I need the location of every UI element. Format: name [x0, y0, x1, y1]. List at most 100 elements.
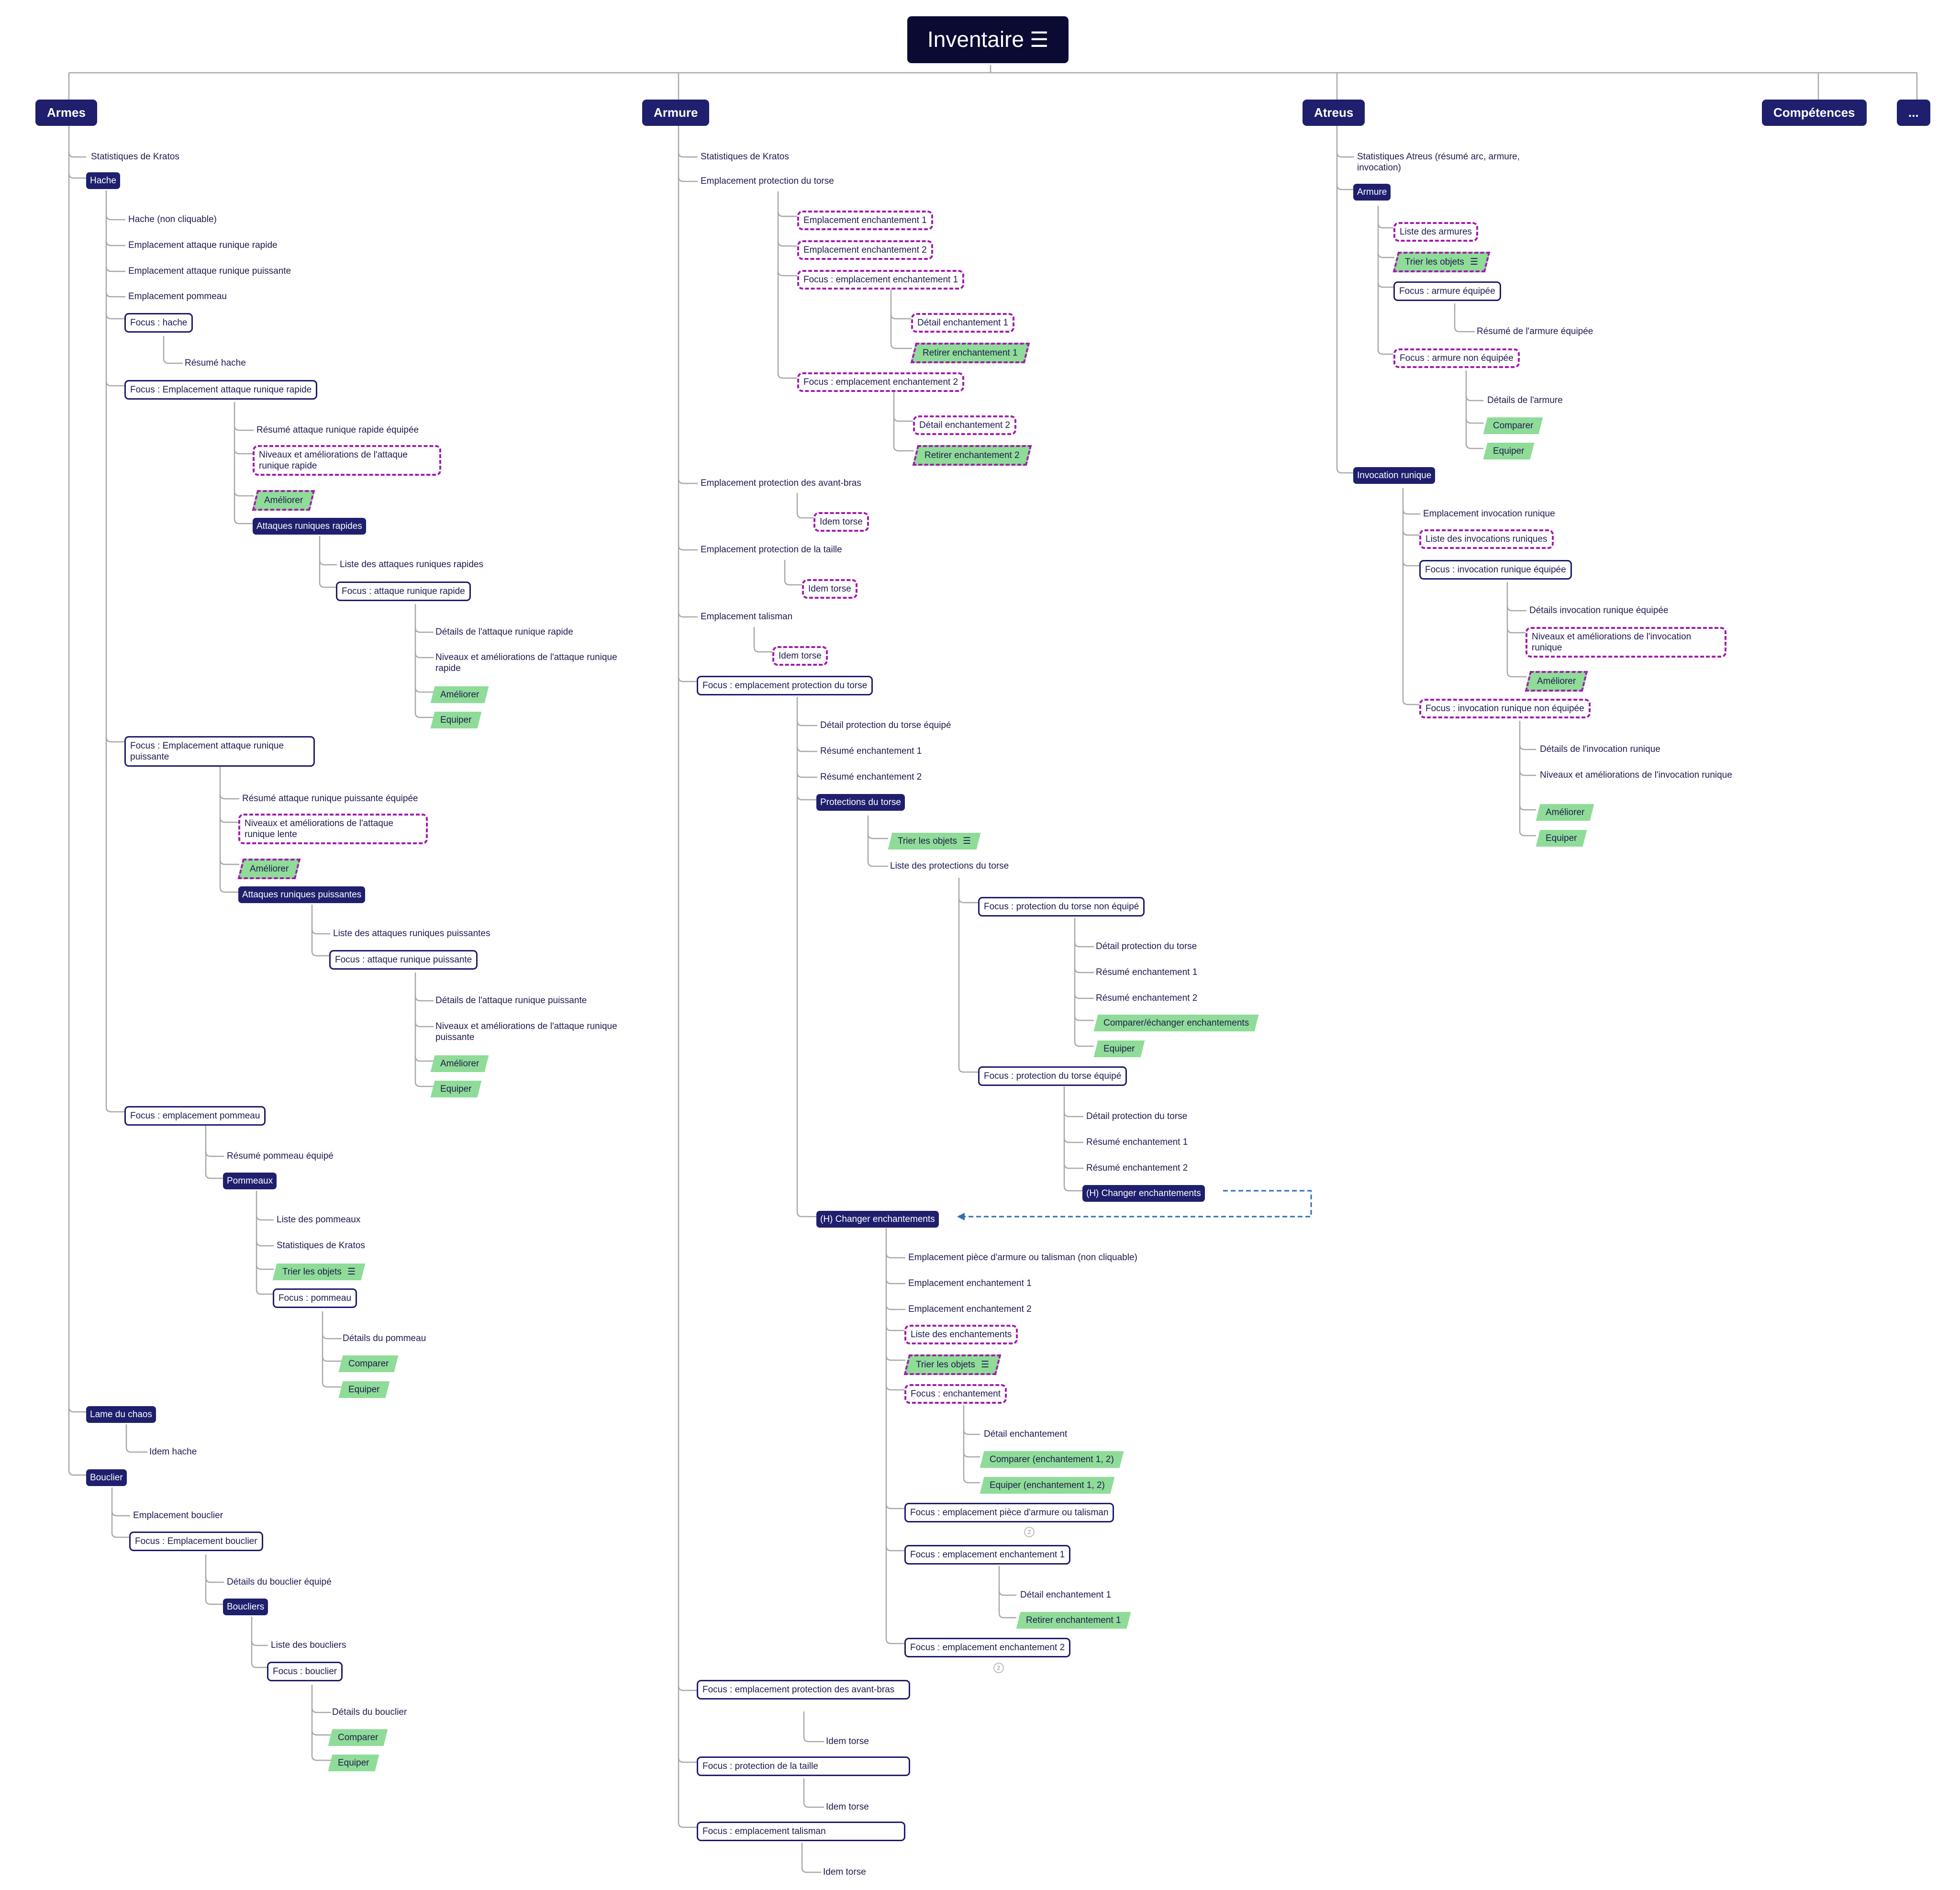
atreus-node[interactable]: Equiper — [1483, 443, 1534, 459]
connector-line — [885, 1385, 905, 1391]
armure-node[interactable]: Focus : emplacement protection du torse — [697, 676, 873, 695]
armes-node[interactable]: Equiper — [328, 1755, 379, 1771]
armure-node[interactable]: Trier les objets☰ — [888, 833, 981, 850]
atreus-node[interactable]: Focus : invocation runique non équipée — [1419, 699, 1591, 718]
armes-node[interactable]: Attaques runiques puissantes — [238, 886, 366, 903]
armure-node[interactable]: Trier les objets☰ — [903, 1354, 1002, 1375]
armes-node[interactable]: Comparer — [328, 1729, 388, 1746]
armes-node[interactable]: Améliorer — [237, 859, 301, 879]
armure-node[interactable]: Protections du torse — [816, 794, 905, 811]
atreus-node[interactable]: Liste des armures — [1393, 222, 1479, 242]
armes-node[interactable]: Niveaux et améliorations de l'attaque ru… — [238, 814, 428, 844]
connector-line — [678, 612, 698, 618]
armure-node[interactable]: Focus : emplacement enchantement 2 — [904, 1638, 1071, 1657]
armure-node[interactable]: Focus : emplacement enchantement 2 — [797, 372, 965, 392]
armes-node[interactable]: Améliorer — [252, 490, 315, 511]
root-label: Inventaire — [927, 27, 1025, 52]
atreus-node[interactable]: Equiper — [1536, 830, 1587, 847]
connector-line — [678, 1822, 698, 1828]
armure-node[interactable]: Equiper (enchantement 1, 2) — [980, 1477, 1115, 1494]
atreus-node[interactable]: Niveaux et améliorations de l'invocation… — [1526, 627, 1726, 658]
category-atreus[interactable]: Atreus — [1303, 100, 1365, 126]
atreus-node[interactable]: Améliorer — [1525, 671, 1588, 692]
armes-node[interactable]: Equiper — [338, 1381, 390, 1398]
armes-node[interactable]: Focus : attaque runique puissante — [329, 950, 478, 970]
armes-node[interactable]: Equiper — [430, 712, 481, 728]
armure-node[interactable]: Focus : emplacement enchantement 1 — [904, 1545, 1071, 1565]
armes-node[interactable]: Boucliers — [223, 1599, 268, 1615]
atreus-node[interactable]: Focus : armure équipée — [1393, 281, 1501, 301]
collapsed-count-badge[interactable]: 2 — [993, 1663, 1004, 1673]
atreus-node[interactable]: Invocation runique — [1353, 467, 1436, 484]
armes-node[interactable]: Focus : Emplacement bouclier — [129, 1532, 263, 1551]
armes-node[interactable]: Trier les objets☰ — [272, 1264, 366, 1280]
armure-node: Statistiques de Kratos — [701, 152, 789, 162]
armure-node: Emplacement talisman — [701, 612, 793, 622]
armure-node[interactable]: Emplacement enchantement 1 — [797, 211, 933, 230]
armes-node[interactable]: Comparer — [338, 1355, 399, 1372]
connector-line — [322, 1333, 342, 1340]
armes-node[interactable]: Pommeaux — [223, 1173, 277, 1189]
armes-node[interactable]: Focus : attaque runique rapide — [336, 582, 471, 601]
connector-line — [890, 343, 912, 349]
armure-node[interactable]: Comparer/échanger enchantements — [1093, 1015, 1259, 1031]
atreus-node[interactable]: Focus : armure non équipée — [1393, 348, 1520, 368]
armure-node[interactable]: (H) Changer enchantements — [1082, 1185, 1205, 1202]
category-armes[interactable]: Armes — [35, 100, 97, 126]
armure-node: Résumé enchantement 2 — [1096, 993, 1198, 1003]
atreus-node[interactable]: Trier les objets☰ — [1392, 252, 1491, 272]
connector-line — [784, 580, 803, 586]
atreus-node[interactable]: Focus : invocation runique équipée — [1419, 560, 1572, 580]
armes-node[interactable]: Focus : Emplacement attaque runique puis… — [124, 736, 315, 767]
armes-node[interactable]: Focus : bouclier — [267, 1662, 343, 1681]
armes-node[interactable]: Hache — [86, 172, 120, 189]
armure-node[interactable]: Focus : protection de la taille — [697, 1756, 910, 1776]
atreus-node[interactable]: Comparer — [1483, 417, 1543, 434]
armes-node[interactable]: Focus : Emplacement attaque runique rapi… — [124, 380, 318, 400]
armure-node[interactable]: Idem torse — [813, 512, 869, 532]
armure-node[interactable]: Comparer (enchantement 1, 2) — [980, 1451, 1124, 1468]
connector-line — [678, 545, 698, 551]
sort-lines-icon: ☰ — [962, 836, 971, 846]
armes-node[interactable]: Niveaux et améliorations de l'attaque ru… — [253, 445, 441, 476]
connector-line — [234, 448, 254, 455]
armes-node[interactable]: Attaques runiques rapides — [253, 518, 366, 535]
armure-node[interactable]: Retirer enchantement 1 — [910, 343, 1030, 363]
armure-node[interactable]: Focus : protection du torse non équipé — [978, 897, 1145, 917]
armure-node[interactable]: Détail enchantement 1 — [911, 313, 1015, 333]
armure-node[interactable]: Focus : protection du torse équipé — [978, 1066, 1127, 1086]
armure-node[interactable]: Emplacement enchantement 2 — [797, 240, 933, 260]
armure-node[interactable]: Focus : emplacement pièce d'armure ou ta… — [904, 1503, 1114, 1522]
armure-node[interactable]: Focus : emplacement protection des avant… — [697, 1680, 910, 1700]
atreus-node[interactable]: Armure — [1353, 184, 1391, 201]
armure-node: Emplacement protection de la taille — [701, 545, 842, 555]
armure-node[interactable]: Idem torse — [802, 579, 858, 599]
category-competences[interactable]: Compétences — [1762, 100, 1867, 126]
category-more[interactable]: ... — [1897, 100, 1930, 126]
armes-node[interactable]: Focus : emplacement pommeau — [124, 1106, 266, 1126]
armure-node[interactable]: Equiper — [1093, 1040, 1145, 1057]
atreus-node[interactable]: Liste des invocations runiques — [1419, 529, 1554, 549]
armure-node[interactable]: Idem torse — [772, 646, 828, 666]
atreus-node[interactable]: Améliorer — [1536, 804, 1594, 821]
root-node[interactable]: Inventaire☰ — [907, 16, 1069, 63]
armes-node[interactable]: Focus : hache — [124, 313, 193, 333]
armes-node[interactable]: Bouclier — [86, 1469, 127, 1486]
category-armure[interactable]: Armure — [642, 100, 710, 126]
armure-node: Idem torse — [826, 1802, 869, 1812]
armes-node[interactable]: Améliorer — [430, 686, 489, 703]
armes-node[interactable]: Equiper — [430, 1081, 481, 1097]
armure-node[interactable]: Détail enchantement 2 — [913, 415, 1017, 435]
armure-node[interactable]: Liste des enchantements — [904, 1325, 1018, 1344]
armure-node[interactable]: (H) Changer enchantements — [816, 1211, 939, 1228]
connector-line — [256, 1215, 274, 1221]
collapsed-count-badge[interactable]: 2 — [1024, 1527, 1035, 1537]
armure-node[interactable]: Focus : emplacement enchantement 1 — [797, 270, 965, 290]
armes-node[interactable]: Focus : pommeau — [273, 1288, 357, 1308]
armure-node[interactable]: Focus : enchantement — [904, 1384, 1007, 1404]
armure-node[interactable]: Retirer enchantement 2 — [912, 445, 1032, 466]
armure-node[interactable]: Focus : emplacement talisman — [697, 1822, 905, 1841]
armure-node[interactable]: Retirer enchantement 1 — [1016, 1612, 1131, 1629]
armes-node[interactable]: Lame du chaos — [86, 1406, 156, 1423]
armes-node[interactable]: Améliorer — [430, 1055, 489, 1072]
